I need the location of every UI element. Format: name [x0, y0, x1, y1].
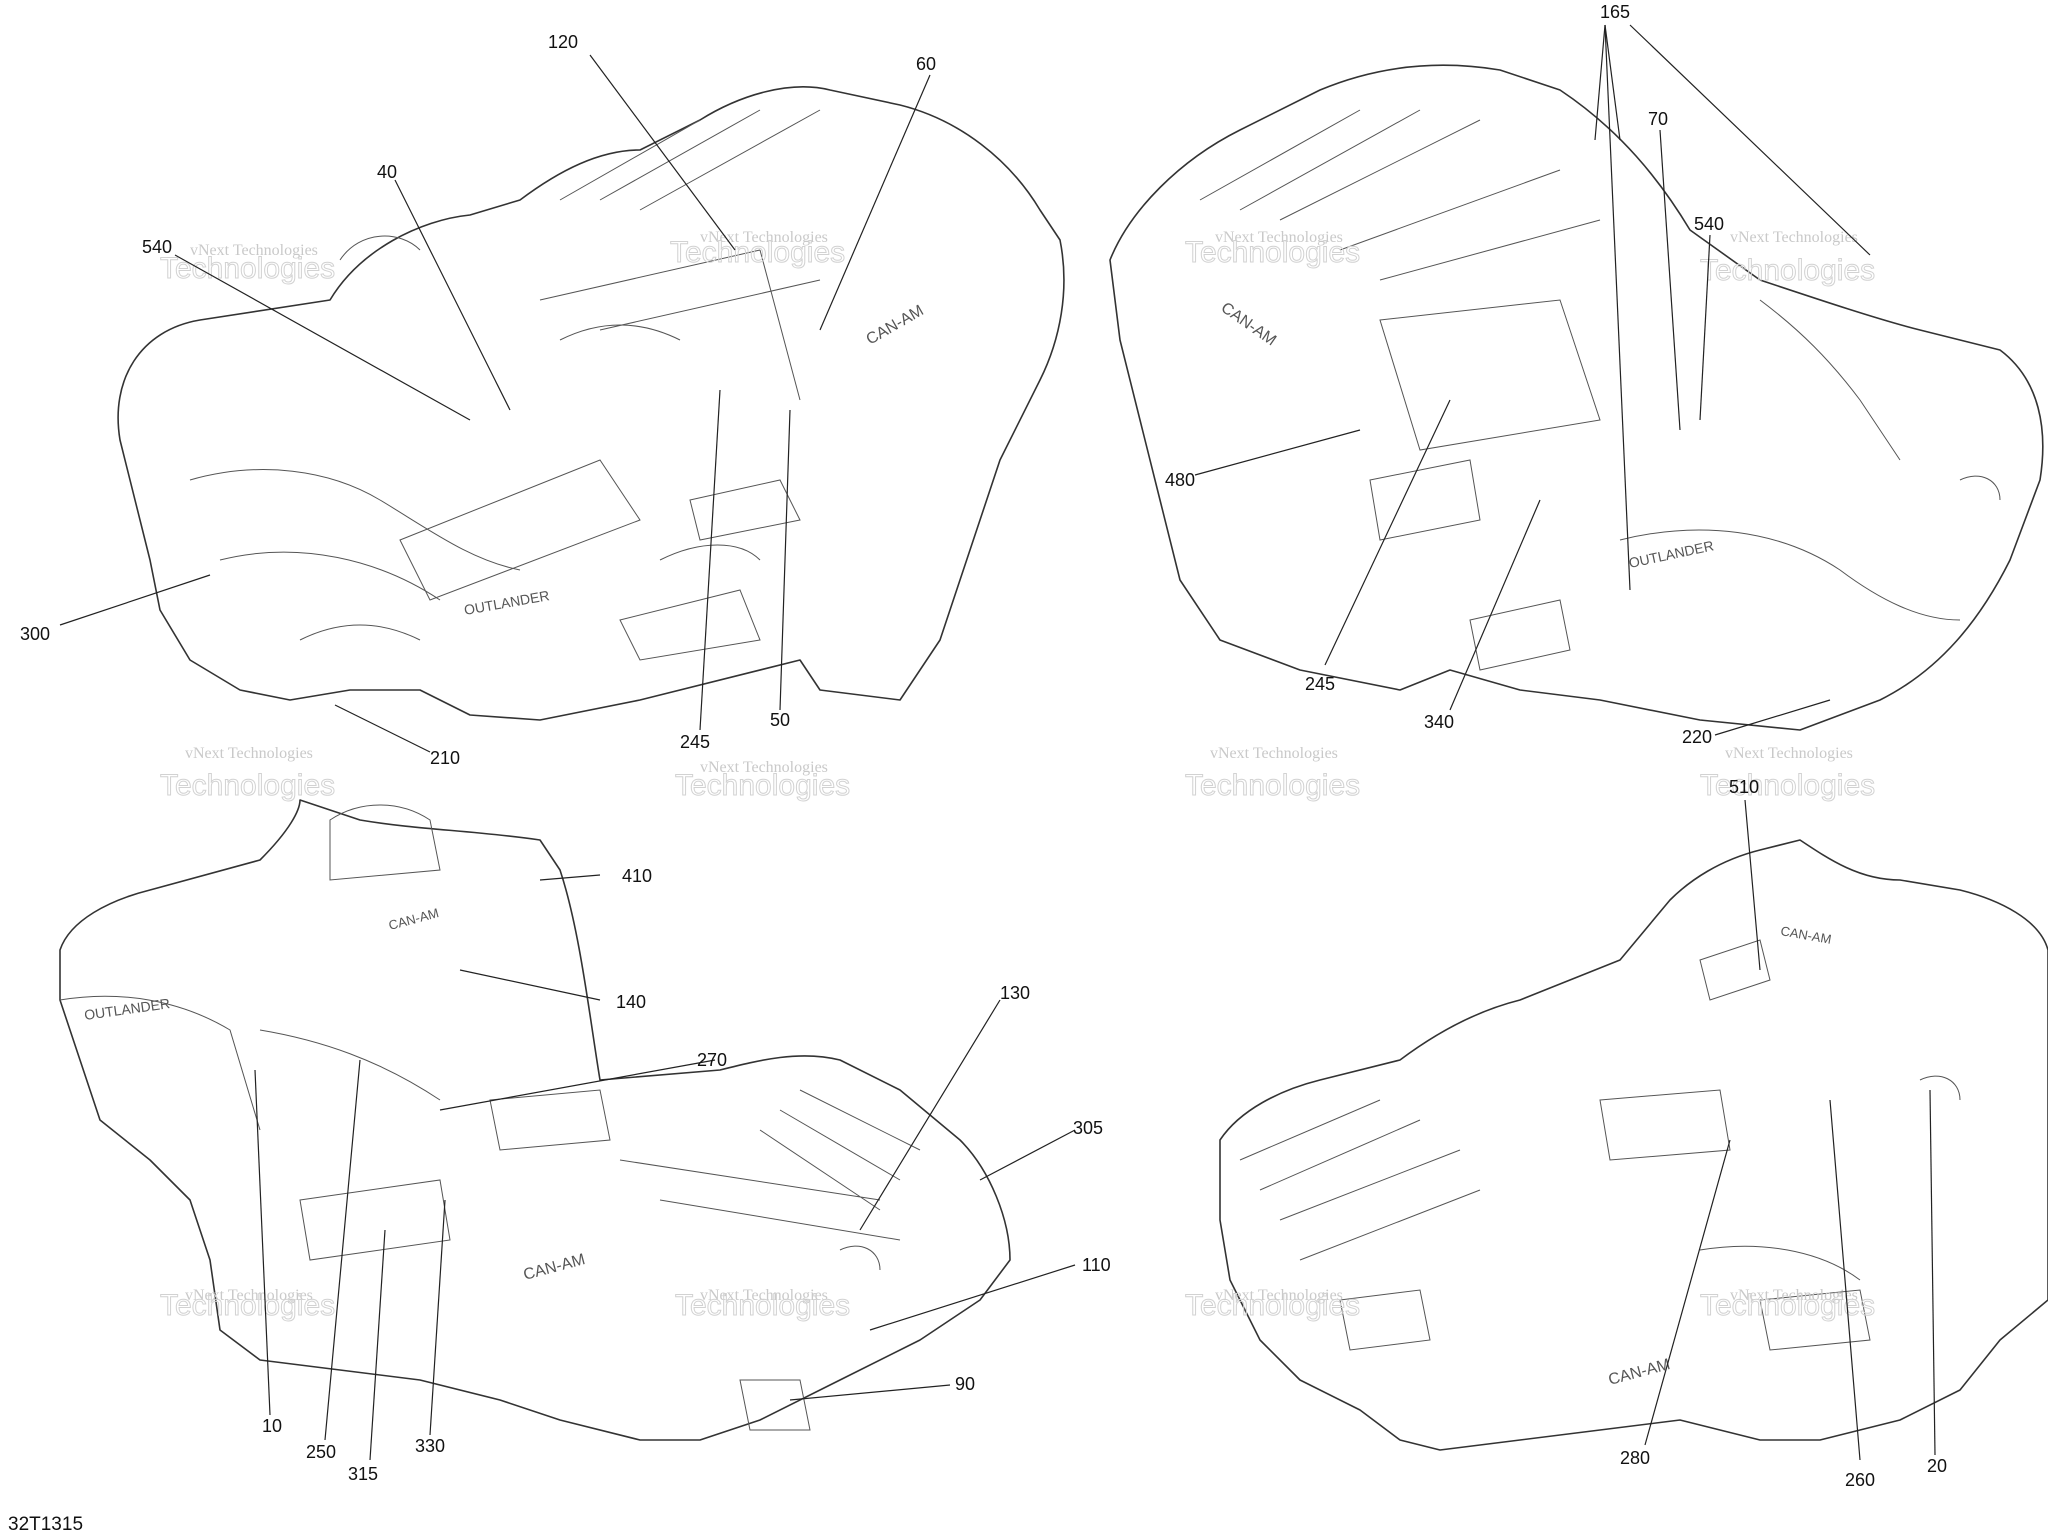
- callout-245: 245: [680, 732, 710, 752]
- callout-130: 130: [1000, 983, 1030, 1003]
- callout-300: 300: [20, 624, 50, 644]
- callout-280: 280: [1620, 1448, 1650, 1468]
- watermark-text: vNext Technologies: [700, 759, 828, 776]
- callout-165: 165: [1600, 2, 1630, 22]
- callout-40: 40: [377, 162, 397, 182]
- watermarks: vNext Technologies Technologies vNext Te…: [160, 229, 1876, 1323]
- vehicle-view-front-left: CAN-AM OUTLANDER: [117, 86, 1065, 721]
- watermark-text: Technologies: [160, 1289, 335, 1322]
- watermark-text: Technologies: [1185, 1289, 1360, 1322]
- watermark-text: Technologies: [1700, 1289, 1875, 1322]
- watermark-text: vNext Technologies: [1730, 229, 1858, 246]
- watermark-text: Technologies: [675, 769, 850, 802]
- watermark-text: vNext Technologies: [185, 1287, 313, 1304]
- callout-305: 305: [1073, 1118, 1103, 1138]
- watermark-text: Technologies: [1700, 254, 1875, 287]
- watermark-text: Technologies: [160, 769, 335, 802]
- callout-50: 50: [770, 710, 790, 730]
- svg-text:OUTLANDER: OUTLANDER: [83, 995, 171, 1023]
- watermark-text: Technologies: [160, 252, 335, 285]
- callout-10: 10: [262, 1416, 282, 1436]
- watermark-text: Technologies: [670, 236, 845, 269]
- watermark-text: Technologies: [675, 1289, 850, 1322]
- leader-lines: [59, 24, 1936, 1461]
- watermark-text: vNext Technologies: [190, 242, 318, 259]
- callout-210: 210: [430, 748, 460, 768]
- callout-260: 260: [1845, 1470, 1875, 1490]
- watermark-text: vNext Technologies: [700, 1287, 828, 1304]
- callout-60: 60: [916, 54, 936, 74]
- callout-120: 120: [548, 32, 578, 52]
- callout-315: 315: [348, 1464, 378, 1484]
- watermark-text: Technologies: [1185, 236, 1360, 269]
- svg-text:CAN-AM: CAN-AM: [522, 1251, 587, 1284]
- callout-70: 70: [1648, 109, 1668, 129]
- svg-text:OUTLANDER: OUTLANDER: [463, 587, 551, 618]
- vehicle-view-bottom-right: CAN-AM CAN-AM: [1219, 839, 2048, 1451]
- callout-110: 110: [1082, 1255, 1111, 1275]
- watermark-text: vNext Technologies: [1215, 1287, 1343, 1304]
- callout-250: 250: [306, 1442, 336, 1462]
- svg-text:OUTLANDER: OUTLANDER: [1627, 537, 1715, 571]
- callout-330: 330: [415, 1436, 445, 1456]
- svg-text:CAN-AM: CAN-AM: [1779, 923, 1832, 947]
- watermark-text: vNext Technologies: [1725, 745, 1853, 762]
- svg-text:CAN-AM: CAN-AM: [864, 302, 927, 348]
- vehicle-view-bottom-left: OUTLANDER CAN-AM CAN-AM: [59, 799, 1011, 1441]
- callout-245: 245: [1305, 674, 1335, 694]
- watermark-text: vNext Technologies: [1215, 229, 1343, 246]
- callout-540: 540: [1694, 214, 1724, 234]
- callout-480: 480: [1165, 470, 1195, 490]
- callout-90: 90: [955, 1374, 975, 1394]
- callout-20: 20: [1927, 1456, 1947, 1476]
- watermark-text: vNext Technologies: [700, 229, 828, 246]
- callout-140: 140: [616, 992, 646, 1012]
- watermark-text: vNext Technologies: [1210, 745, 1338, 762]
- watermark-text: Technologies: [1700, 769, 1875, 802]
- figure-id: 32T1315: [8, 1514, 83, 1535]
- svg-text:CAN-AM: CAN-AM: [1218, 299, 1279, 349]
- callout-410: 410: [622, 866, 652, 886]
- vehicle-view-rear-left: CAN-AM OUTLANDER: [1109, 64, 2044, 731]
- callout-510: 510: [1729, 777, 1759, 797]
- watermark-text: vNext Technologies: [185, 745, 313, 762]
- callout-540: 540: [142, 237, 172, 257]
- callout-270: 270: [697, 1050, 727, 1070]
- callout-340: 340: [1424, 712, 1454, 732]
- svg-text:CAN-AM: CAN-AM: [387, 905, 440, 933]
- callout-220: 220: [1682, 727, 1712, 747]
- watermark-text: Technologies: [1185, 769, 1360, 802]
- watermark-text: vNext Technologies: [1730, 1287, 1858, 1304]
- callouts: 120 60 40 540 300 210 245 50 165 70 540 …: [20, 2, 1947, 1490]
